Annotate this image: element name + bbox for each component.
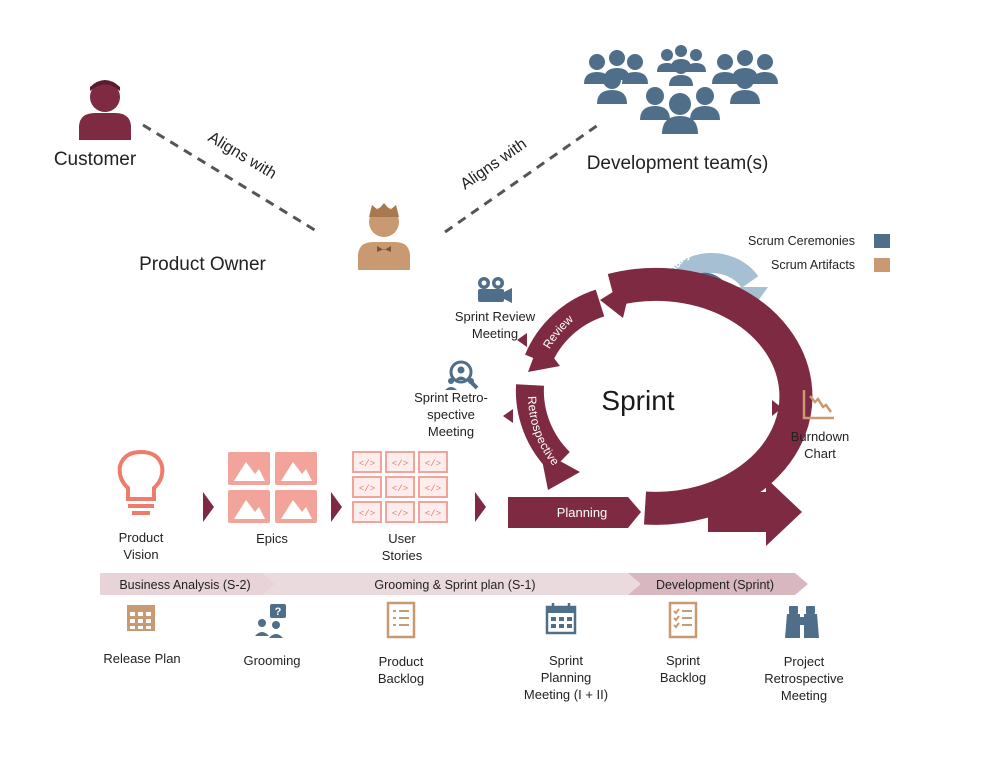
svg-text:</>: </> <box>425 459 441 469</box>
legend-artifacts: Scrum Artifacts <box>771 258 855 272</box>
burndown-label: Burndown Chart <box>790 429 850 461</box>
flow-arrow-2 <box>331 492 342 522</box>
product-vision-label: Product Vision <box>118 530 164 562</box>
development-team-label: Development team(s) <box>586 153 769 174</box>
release-plan-label: Release Plan <box>103 651 181 666</box>
product-owner-icon <box>358 203 410 270</box>
sprint-retro-label: Sprint Retro- spective Meeting <box>414 390 488 439</box>
svg-text:</>: </> <box>392 509 408 519</box>
epics-label: Epics <box>256 531 288 546</box>
camera-icon <box>478 277 512 303</box>
svg-text:</>: </> <box>425 509 441 519</box>
planning-calendar-icon <box>545 603 577 635</box>
phase-development-label: Development (Sprint) <box>656 578 774 592</box>
calendar-grid-icon <box>127 605 155 631</box>
customer-label: Customer <box>53 149 137 170</box>
legend-swatch-artifacts <box>874 258 890 272</box>
planning-label: Planning <box>557 505 608 520</box>
svg-text:</>: </> <box>392 459 408 469</box>
review-pointer <box>517 333 527 347</box>
svg-text:</>: </> <box>359 459 375 469</box>
sprint-backlog-icon <box>668 601 698 639</box>
grooming-label: Grooming <box>243 653 301 668</box>
legend-artifacts-label: Scrum Artifacts <box>771 258 856 272</box>
development-team-icon <box>584 45 778 134</box>
sprint-backlog-label: Sprint Backlog <box>659 653 707 685</box>
align-line-left <box>142 123 319 234</box>
binoculars-icon <box>785 606 819 638</box>
product-backlog-icon <box>386 601 416 639</box>
sprint-planning-meeting-label: Sprint Planning Meeting (I + II) <box>523 653 609 702</box>
legend-ceremonies-label: Scrum Ceremonies <box>748 234 855 248</box>
magnifier-people-icon <box>445 360 479 390</box>
user-stories-label: User Stories <box>381 531 423 563</box>
epics-icon <box>228 452 317 523</box>
product-backlog-label: Product Backlog <box>377 654 425 686</box>
sprint-center-title: Sprint <box>601 385 674 416</box>
legend-ceremonies: Scrum Ceremonies <box>748 234 855 248</box>
svg-text:</>: </> <box>425 484 441 494</box>
aligns-with-right-label: Aligns with <box>458 135 530 193</box>
burndown-pointer <box>772 400 782 416</box>
retro-pointer <box>503 409 513 423</box>
aligns-with-left-label: Aligns with <box>205 129 279 183</box>
grooming-question-icon: ? <box>255 604 286 638</box>
flow-arrow-1 <box>203 492 214 522</box>
svg-text:</>: </> <box>359 509 375 519</box>
project-retrospective-label: Project Retrospective Meeting <box>764 654 844 703</box>
burndown-chart-icon <box>802 390 834 420</box>
output-arrow <box>708 478 802 546</box>
flow-arrow-3 <box>475 492 486 522</box>
phase-business-label: Business Analysis (S-2) <box>119 578 250 592</box>
phase-grooming-label: Grooming & Sprint plan (S-1) <box>374 578 535 592</box>
svg-text:?: ? <box>275 606 282 618</box>
svg-text:</>: </> <box>359 484 375 494</box>
lightbulb-icon <box>117 449 165 515</box>
svg-text:</>: </> <box>392 484 408 494</box>
customer-icon <box>79 80 131 140</box>
planning-bar <box>508 497 641 528</box>
user-stories-icon: </> </> </> </> </> </> </> </> </> <box>352 451 448 523</box>
product-owner-label: Product Owner <box>139 254 266 275</box>
phase-band <box>100 573 808 595</box>
legend-swatch-ceremonies <box>874 234 890 248</box>
sprint-review-label: Sprint Review Meeting <box>454 309 536 341</box>
